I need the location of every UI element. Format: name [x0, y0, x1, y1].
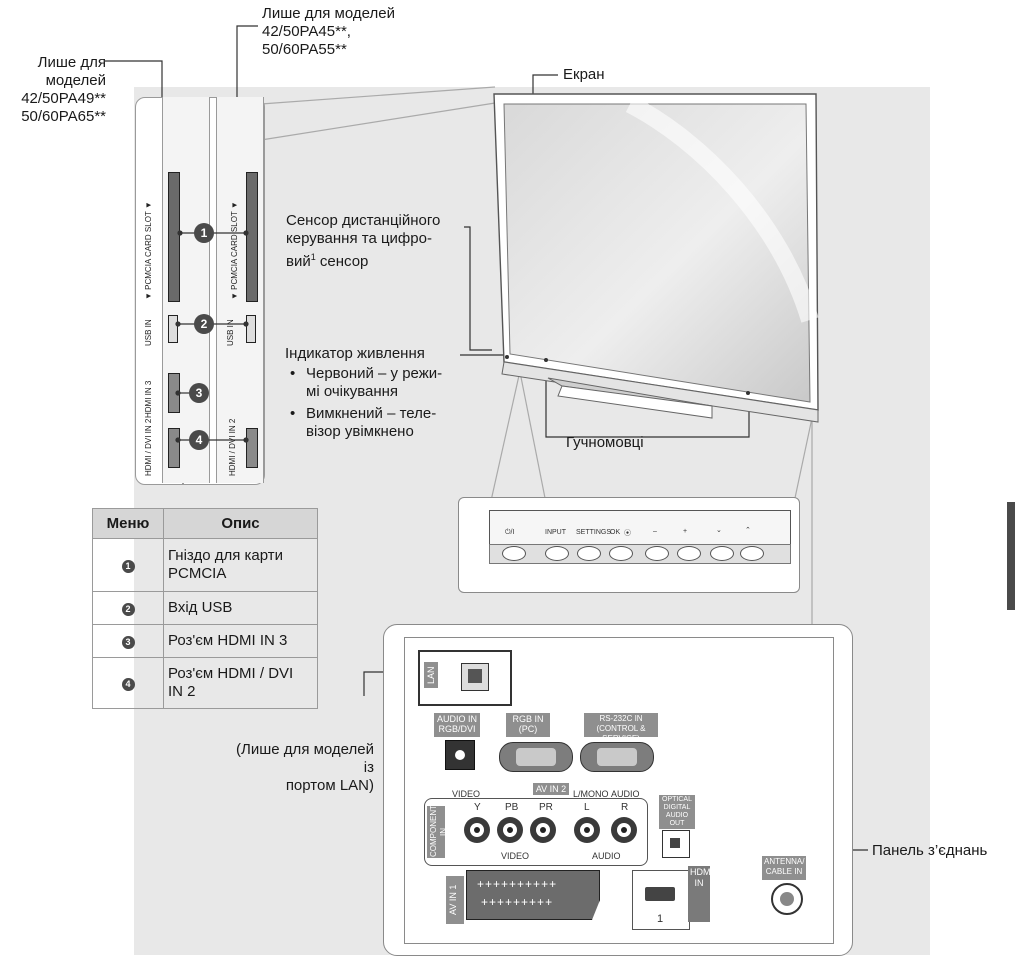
ctrl-ok-icon: ⦿	[624, 528, 631, 538]
legend-header-row: Меню Опис	[93, 509, 318, 539]
audio-bottom-label: AUDIO	[592, 851, 621, 861]
input-button[interactable]	[545, 546, 569, 561]
legend-desc: Роз'єм HDMI IN 3	[164, 625, 318, 658]
remote-sensor-label: Сенсор дистанційного керування та цифро-…	[286, 212, 440, 271]
av-in2-label: AV IN 2	[533, 783, 569, 795]
audio-r-jack[interactable]	[611, 817, 637, 843]
r-label: R	[621, 802, 628, 813]
legend-badge: 3	[122, 636, 135, 649]
y-label: Y	[474, 802, 481, 813]
rs232-label: RS-232C IN (CONTROL & SERVICE)	[584, 713, 658, 737]
volume-down-button[interactable]	[645, 546, 669, 561]
power-button[interactable]	[502, 546, 526, 561]
remote-sensor-tail: сенсор	[316, 253, 369, 270]
legend-desc: Роз'єм HDMI / DVI IN 2	[164, 658, 318, 709]
power-red-label: Червоний – у режи- мі очікування	[306, 365, 442, 401]
video-bottom-label: VIDEO	[501, 851, 529, 861]
control-panel	[458, 497, 800, 593]
l-label: L	[584, 802, 590, 813]
power-indicator-title: Індикатор живлення	[285, 345, 425, 363]
badge-2: 2	[194, 314, 214, 334]
lan-label: LAN	[424, 662, 438, 688]
speakers-label: Гучномовці	[566, 434, 644, 452]
table-row: 3 Роз'єм HDMI IN 3	[93, 625, 318, 658]
badge-4: 4	[189, 430, 209, 450]
power-off-label: Вимкнений – теле- візор увімкнено	[306, 405, 436, 441]
component-pb-jack[interactable]	[497, 817, 523, 843]
legend-header-desc: Опис	[164, 509, 318, 539]
legend-badge: 2	[122, 603, 135, 616]
av-in1-label: AV IN 1	[446, 876, 464, 924]
antenna-port[interactable]	[771, 883, 803, 915]
component-in-label: COMPONENT IN	[427, 806, 445, 858]
screen-label: Екран	[563, 66, 605, 84]
hdmi-in-label: HDMI IN	[688, 866, 710, 922]
settings-button[interactable]	[577, 546, 601, 561]
table-row: 2 Вхід USB	[93, 592, 318, 625]
legend-desc: Гніздо для карти PCMCIA	[164, 539, 318, 592]
ctrl-minus-label: –	[653, 528, 657, 535]
ctrl-settings-label: SETTINGS	[576, 529, 611, 536]
optical-label: OPTICAL DIGITAL AUDIO OUT	[659, 795, 695, 829]
component-y-jack[interactable]	[464, 817, 490, 843]
hdmi1-number: 1	[657, 913, 663, 925]
table-row: 4 Роз'єм HDMI / DVI IN 2	[93, 658, 318, 709]
legend-badge: 4	[122, 678, 135, 691]
ctrl-up-label: ⌃	[745, 526, 751, 534]
rgb-in-label: RGB IN (PC)	[506, 713, 550, 737]
lan-port[interactable]	[461, 663, 489, 691]
component-pr-jack[interactable]	[530, 817, 556, 843]
ctrl-power-label: ⏻/I	[505, 529, 514, 537]
pr-label: PR	[539, 802, 553, 813]
channel-up-button[interactable]	[740, 546, 764, 561]
tv-illustration	[480, 80, 840, 430]
ctrl-plus-label: +	[683, 528, 687, 535]
antenna-label: ANTENNA/ CABLE IN	[762, 856, 806, 880]
audio-in-port[interactable]	[445, 740, 475, 770]
ctrl-input-label: INPUT	[545, 529, 566, 536]
ok-button[interactable]	[609, 546, 633, 561]
audio-in-label: AUDIO IN RGB/DVI	[434, 713, 480, 737]
power-bullet-1: •	[290, 365, 295, 383]
legend-badge: 1	[122, 560, 135, 573]
channel-down-button[interactable]	[710, 546, 734, 561]
legend-header-menu: Меню	[93, 509, 164, 539]
optical-port[interactable]	[662, 830, 690, 858]
power-bullet-2: •	[290, 405, 295, 423]
pb-label: PB	[505, 802, 518, 813]
ctrl-down-label: ⌄	[716, 526, 722, 534]
badge-1: 1	[194, 223, 214, 243]
table-row: 1 Гніздо для карти PCMCIA	[93, 539, 318, 592]
legend-table: Меню Опис 1 Гніздо для карти PCMCIA 2 Вх…	[92, 508, 318, 709]
lan-note-label: (Лише для моделей із портом LAN)	[234, 741, 374, 795]
audio-l-jack[interactable]	[574, 817, 600, 843]
rgb-in-port[interactable]	[499, 742, 573, 772]
legend-desc: Вхід USB	[164, 592, 318, 625]
rs232-port[interactable]	[580, 742, 654, 772]
connection-panel-label: Панель з’єднань	[872, 842, 987, 860]
volume-up-button[interactable]	[677, 546, 701, 561]
ctrl-ok-label: OK	[610, 529, 620, 536]
scart-port[interactable]: ++++++++++ +++++++++	[466, 870, 600, 920]
badge-3: 3	[189, 383, 209, 403]
